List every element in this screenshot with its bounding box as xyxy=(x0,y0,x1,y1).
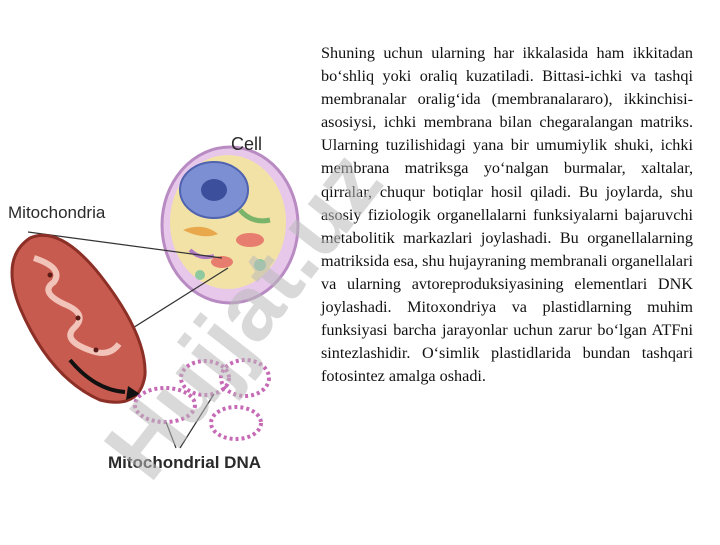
mitochondrion-image xyxy=(10,233,147,404)
pointer-line xyxy=(179,393,215,449)
pointer-line xyxy=(27,231,223,259)
cell-label: Cell xyxy=(231,134,263,154)
mitochondria-label: Mitochondria xyxy=(8,203,106,222)
illustration: Cell Mitochondria Mitochondrial DNA xyxy=(0,0,310,540)
arrow-head xyxy=(126,386,140,400)
mitochondrial-dna-label: Mitochondrial DNA xyxy=(108,453,261,472)
cell-image xyxy=(160,145,300,305)
curved-arrow xyxy=(68,358,126,394)
pointer-line xyxy=(165,421,177,449)
body-paragraph: Shuning uchun ularning har ikkalasida ha… xyxy=(321,44,693,386)
dna-rings xyxy=(133,358,271,441)
cell-mitochondria-diagram xyxy=(10,145,300,449)
